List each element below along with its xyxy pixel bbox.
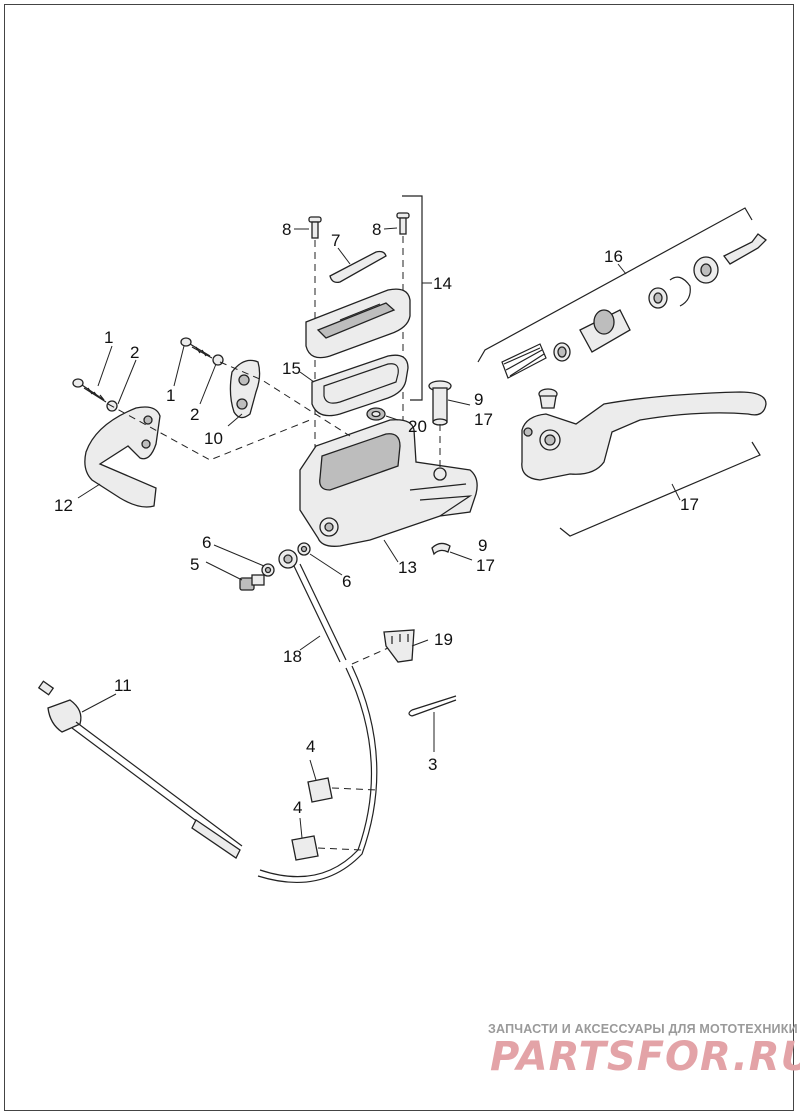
washer-6-left — [261, 563, 275, 577]
callout-16: 16 — [604, 247, 623, 266]
callout-9b: 9 — [478, 536, 487, 555]
sight-glass-7 — [329, 250, 387, 284]
callout-12: 12 — [54, 496, 73, 515]
callout-17c: 17 — [476, 556, 495, 575]
callout-4b: 4 — [293, 798, 302, 817]
callout-2b: 2 — [190, 405, 199, 424]
dash-clamp-a — [107, 403, 311, 461]
banjo-bolt-5 — [239, 574, 265, 591]
dash-clip-4b — [317, 847, 363, 851]
reservoir-cover — [305, 288, 411, 359]
callout-14: 14 — [433, 274, 452, 293]
washer-6-right — [297, 542, 311, 556]
dash-clamp-b — [219, 361, 351, 437]
callout-7: 7 — [331, 231, 340, 250]
callout-6a: 6 — [202, 533, 211, 552]
screw-1-left — [72, 378, 107, 403]
washer-2-right — [212, 354, 224, 366]
retaining-clip-9 — [431, 542, 451, 556]
switch-harness-11 — [37, 680, 243, 859]
bracket-16 — [477, 207, 753, 363]
lever-17 — [521, 391, 767, 481]
adjuster-assembly-16 — [501, 233, 767, 379]
bushing-17 — [538, 388, 558, 409]
hose-clip-4-lower — [291, 835, 319, 861]
dash-clip-19 — [351, 647, 389, 665]
callout-1b: 1 — [166, 386, 175, 405]
hose-18 — [257, 563, 378, 883]
watermark-tagline: ЗАПЧАСТИ И АКСЕССУАРЫ ДЛЯ МОТОТЕХНИКИ — [488, 1022, 798, 1036]
dash-clip-4a — [331, 787, 379, 791]
callout-20: 20 — [408, 417, 427, 436]
callout-1a: 1 — [104, 328, 113, 347]
callout-17a: 17 — [474, 410, 493, 429]
screw-8-right — [396, 212, 410, 235]
callout-15: 15 — [282, 359, 301, 378]
callout-19: 19 — [434, 630, 453, 649]
clamp-10 — [229, 359, 261, 419]
master-cylinder-13 — [299, 419, 478, 547]
callout-11: 11 — [114, 676, 132, 695]
callout-6b: 6 — [342, 572, 351, 591]
banjo-fitting — [278, 549, 298, 569]
callout-numbers: 8 8 7 14 16 1 2 1 2 15 9 17 20 10 12 17 … — [54, 220, 699, 817]
diaphragm-15 — [311, 354, 409, 417]
bracket-12 — [84, 406, 161, 508]
screw-8-left — [308, 216, 322, 239]
pivot-pin-9 — [428, 380, 452, 426]
callout-18: 18 — [283, 647, 302, 666]
callout-2a: 2 — [130, 343, 139, 362]
cotter-pin-3 — [408, 695, 457, 717]
callout-10: 10 — [204, 429, 223, 448]
diagram-frame — [4, 4, 794, 1111]
callout-5: 5 — [190, 555, 199, 574]
screw-1-right — [180, 337, 213, 359]
bracket-14 — [402, 195, 423, 401]
callout-9a: 9 — [474, 390, 483, 409]
leader-lines — [77, 227, 681, 839]
callout-13: 13 — [398, 558, 417, 577]
watermark-logo: PARTSFOR.RU — [490, 1034, 800, 1080]
clip-19 — [383, 629, 415, 663]
callout-8a: 8 — [282, 220, 291, 239]
callout-8b: 8 — [372, 220, 381, 239]
callout-4a: 4 — [306, 737, 315, 756]
callout-3: 3 — [428, 755, 437, 774]
seal-20 — [366, 407, 386, 421]
hose-clip-4-upper — [307, 777, 333, 803]
bracket-17 — [559, 441, 761, 537]
callout-17b: 17 — [680, 495, 699, 514]
